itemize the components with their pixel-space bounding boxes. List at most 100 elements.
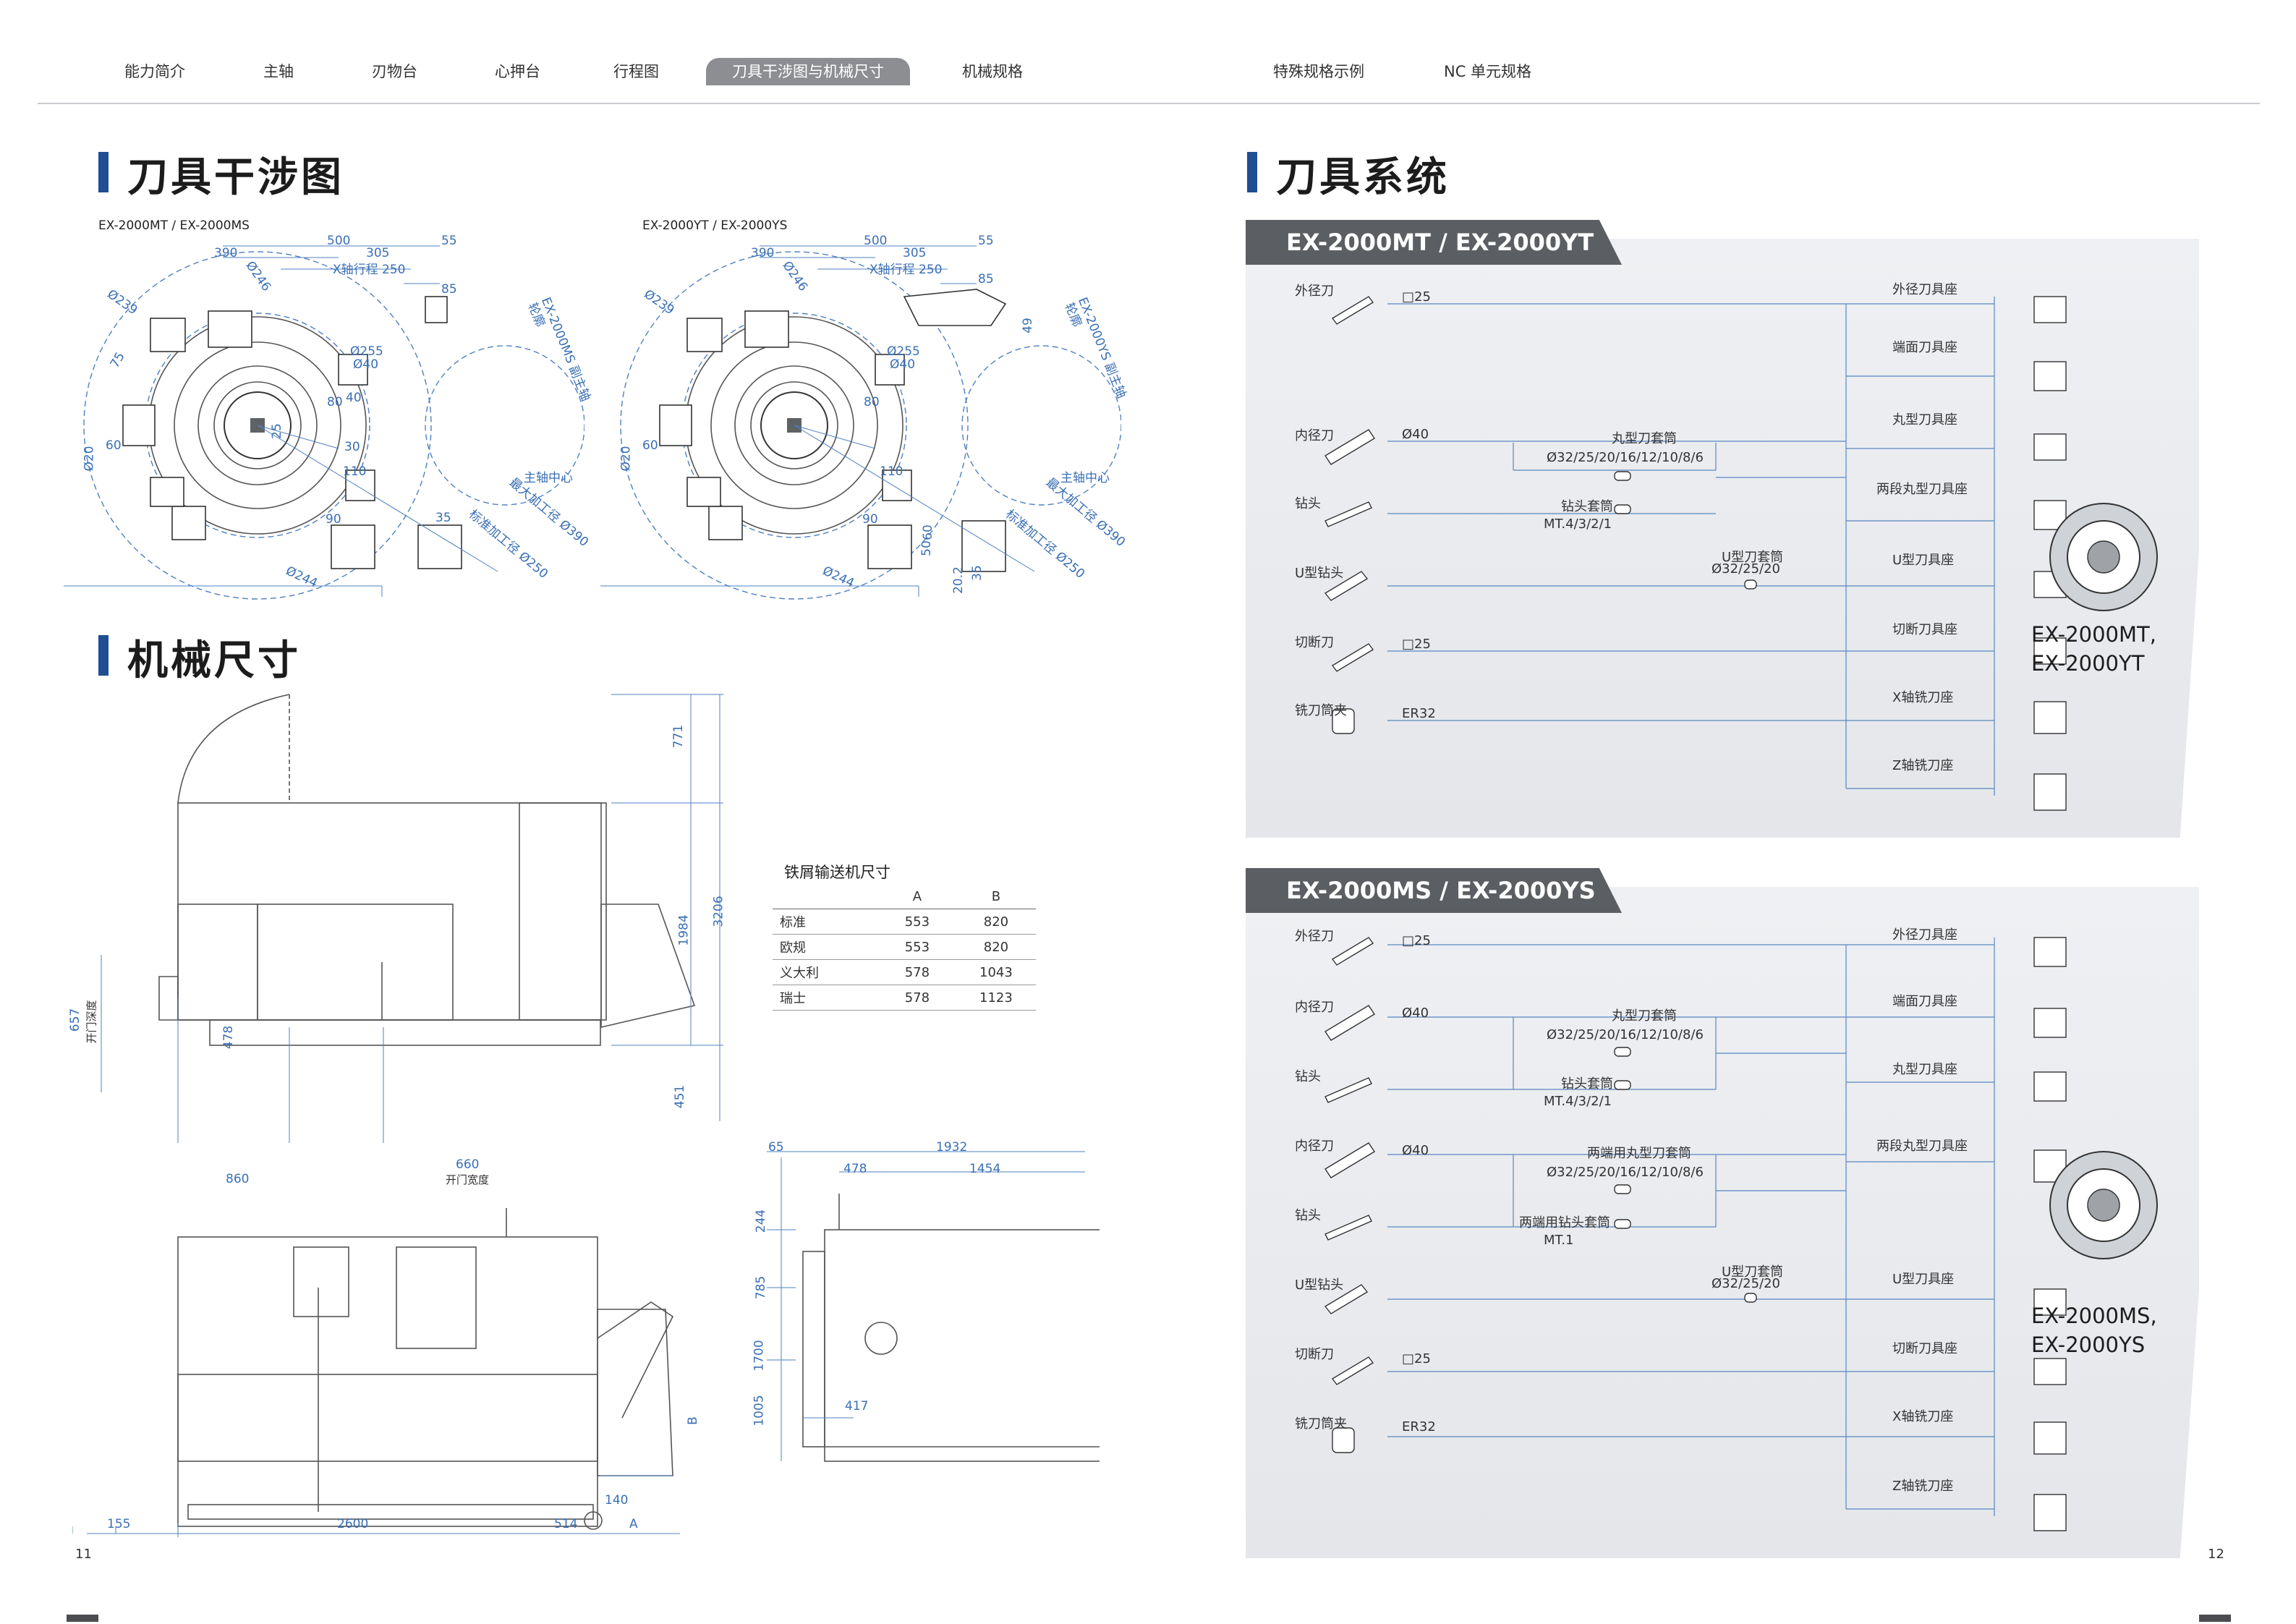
spec-collet-2: ER32 <box>1402 1419 1436 1434</box>
panel1-tab: EX-2000MT / EX-2000YT <box>1246 220 1622 265</box>
dim-1984: 1984 <box>676 914 692 946</box>
machine-end-view <box>767 1151 1100 1462</box>
holder-round-2: 丸型刀具座 <box>1892 1062 1957 1077</box>
sleeve-u-title-2: U型刀套筒 <box>1722 1264 1784 1280</box>
tool-drill-2b: 钻头 <box>1295 1208 1321 1223</box>
dim-85-a: 85 <box>441 282 457 297</box>
table-cell: 1123 <box>956 985 1036 1011</box>
dim-771: 771 <box>671 724 686 749</box>
tool-id: 内径刀 <box>1295 428 1334 443</box>
tool-od: 外径刀 <box>1295 284 1334 299</box>
dim-1700: 1700 <box>752 1340 767 1372</box>
section-title-interference: 刀具干涉图 <box>127 154 344 201</box>
nav-item-overview[interactable]: 能力简介 <box>124 63 185 80</box>
nav-divider <box>38 103 2260 104</box>
dim-50-b: 50 <box>919 540 934 556</box>
dim-305-b: 305 <box>903 246 927 260</box>
dim-390-a: 390 <box>214 246 238 260</box>
table-row: 义大利 578 1043 <box>773 959 1036 985</box>
sleeve-round-sizes-2: Ø32/25/20/16/12/10/8/6 <box>1547 1027 1704 1042</box>
holder-z-mill-2: Z轴铣刀座 <box>1892 1479 1954 1494</box>
sleeve-double-round-title: 两端用丸型刀套筒 <box>1587 1146 1691 1161</box>
heading-bar <box>1247 152 1257 192</box>
interference-diagram-2 <box>600 245 1121 600</box>
holder-u: U型刀具座 <box>1892 553 1955 568</box>
nav-item-spindle[interactable]: 主轴 <box>263 63 294 80</box>
panel2-model-2: EX-2000YS <box>2031 1332 2146 1357</box>
heading-bar <box>98 152 109 192</box>
table-header: B <box>956 884 1036 909</box>
spec-od: □25 <box>1402 289 1431 305</box>
dim-860: 860 <box>226 1172 250 1186</box>
section-title-tool-system: 刀具系统 <box>1276 154 1450 201</box>
holder-face-2: 端面刀具座 <box>1892 994 1957 1009</box>
panel2-tab: EX-2000MS / EX-2000YS <box>1246 868 1622 913</box>
dim-140: 140 <box>605 1493 629 1508</box>
dim-90-a: 90 <box>326 512 341 527</box>
dim-110-b: 110 <box>880 464 903 479</box>
dim-2600: 2600 <box>337 1517 369 1531</box>
tool-od-2: 外径刀 <box>1295 929 1334 944</box>
nav-item-interference-active[interactable]: 刀具干涉图与机械尺寸 <box>706 58 910 85</box>
nav-item-stroke[interactable]: 行程图 <box>613 63 659 80</box>
dim-514: 514 <box>554 1517 578 1531</box>
nav-item-tailstock[interactable]: 心押台 <box>495 63 540 80</box>
dim-35-a: 35 <box>435 511 451 525</box>
spec-id-2b: Ø40 <box>1402 1143 1429 1158</box>
dim-40b-a: 40 <box>346 391 362 405</box>
holder-od: 外径刀具座 <box>1892 282 1957 297</box>
nav-item-special[interactable]: 特殊规格示例 <box>1273 63 1364 80</box>
dim-478-side: 478 <box>843 1162 867 1176</box>
sleeve-double-drill-sizes: MT.1 <box>1544 1233 1574 1248</box>
interference-diagram-1 <box>64 245 584 600</box>
nav-item-specs[interactable]: 机械规格 <box>962 63 1023 80</box>
dim-55-a: 55 <box>441 234 457 248</box>
label-spindle-center-a: 主轴中心 <box>524 471 573 485</box>
table-row: 瑞士 578 1123 <box>773 985 1036 1011</box>
table-row: 标准 553 820 <box>773 909 1036 935</box>
dim-390-b: 390 <box>751 246 775 260</box>
dim-660: 660 <box>456 1157 480 1172</box>
corner-mark <box>67 1615 98 1622</box>
dim-657: 657 <box>68 1008 83 1032</box>
holder-u-2: U型刀具座 <box>1892 1272 1955 1287</box>
dim-25-a: 25 <box>269 423 284 439</box>
dim-202-b: 20.2 <box>951 566 966 594</box>
dim-80-a: 80 <box>327 395 343 409</box>
label-door-width: 开门宽度 <box>446 1173 490 1186</box>
dim-60-a: 60 <box>106 438 122 453</box>
table-cell: 578 <box>877 959 956 985</box>
panel2-model-1: EX-2000MS, <box>2031 1304 2157 1328</box>
spec-id: Ø40 <box>1402 427 1429 442</box>
nav-item-turret[interactable]: 刃物台 <box>372 63 417 80</box>
dim-451: 451 <box>673 1084 688 1109</box>
dim-1005: 1005 <box>752 1395 767 1427</box>
dim-1932: 1932 <box>936 1140 968 1155</box>
holder-face: 端面刀具座 <box>1892 340 1957 355</box>
nav-item-nc[interactable]: NC 单元规格 <box>1444 63 1532 80</box>
sleeve-drill-sizes-2: MT.4/3/2/1 <box>1544 1094 1612 1109</box>
tool-udrill-2: U型钻头 <box>1295 1277 1344 1293</box>
sleeve-drill-title: 钻头套筒 <box>1561 499 1613 514</box>
dim-xstroke-b: X轴行程 250 <box>869 263 943 277</box>
panel1-model-2: EX-2000YT <box>2031 651 2145 676</box>
holder-x-mill-2: X轴铣刀座 <box>1892 1409 1954 1424</box>
sleeve-u-title: U型刀套筒 <box>1722 550 1784 565</box>
dim-49-b: 49 <box>1020 318 1035 333</box>
dim-B: B <box>685 1416 700 1425</box>
dim-155: 155 <box>107 1517 131 1531</box>
dim-500-b: 500 <box>864 234 888 248</box>
dim-305-a: 305 <box>366 246 390 260</box>
spec-cutoff-2: □25 <box>1402 1351 1431 1366</box>
machine-side-view <box>72 1208 680 1537</box>
holder-od-2: 外径刀具座 <box>1892 927 1957 943</box>
table-cell: 553 <box>877 934 956 960</box>
panel2-tree-lines <box>1324 937 2158 1531</box>
dim-3206: 3206 <box>711 896 726 927</box>
table-row: 欧规 553 820 <box>773 934 1036 960</box>
page-number-right: 12 <box>2208 1547 2224 1562</box>
tool-id-2: 内径刀 <box>1295 1000 1334 1015</box>
dim-20-b: Ø20 <box>618 446 634 472</box>
sleeve-round-title-2: 丸型刀套筒 <box>1612 1008 1677 1024</box>
dim-A: A <box>629 1517 638 1531</box>
